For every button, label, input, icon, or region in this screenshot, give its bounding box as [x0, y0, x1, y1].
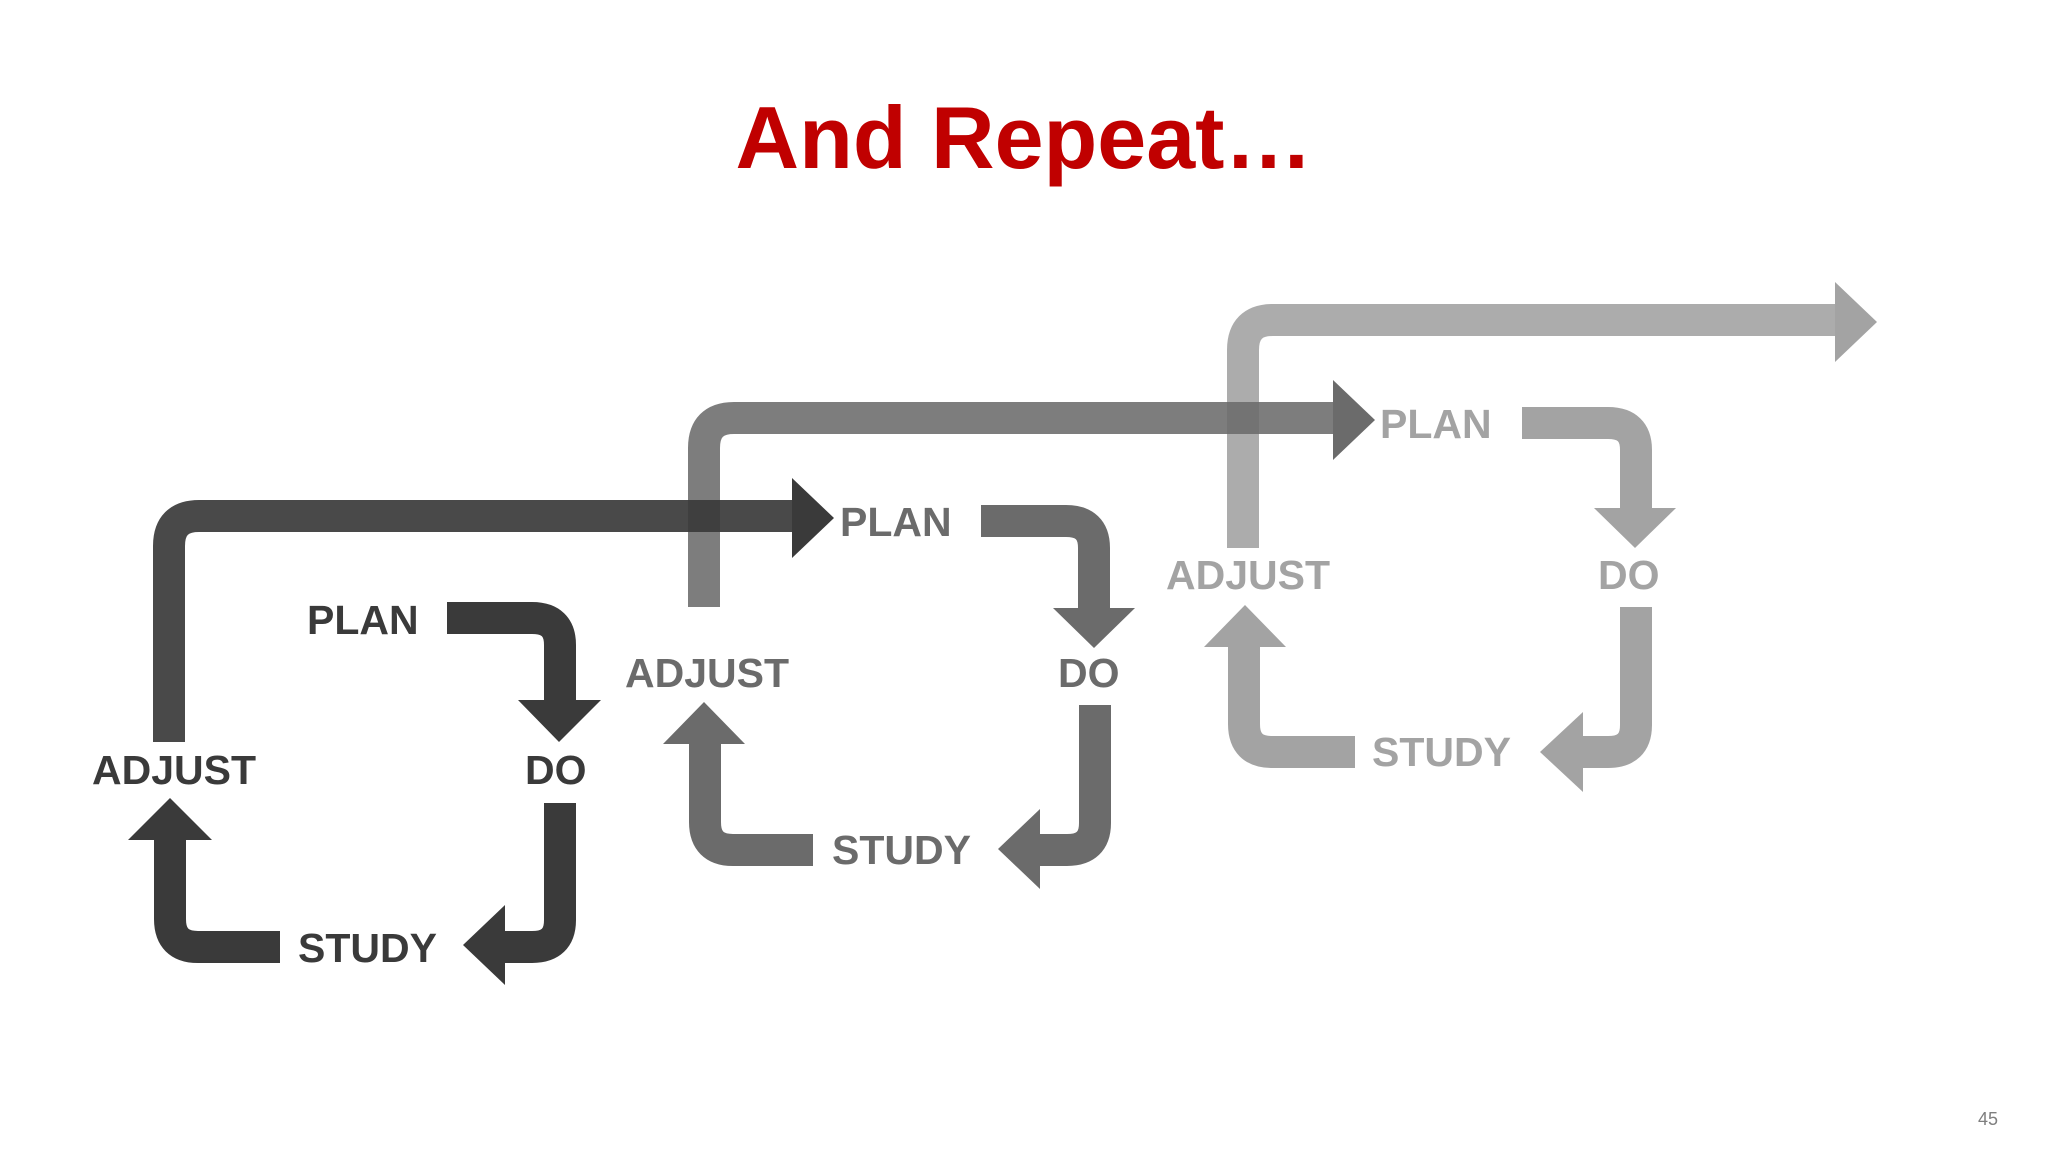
cycle-2-plan-to-do-arrow [981, 505, 1110, 608]
cycle-1-study-label: STUDY [298, 925, 437, 971]
cycle-3-plan-label: PLAN [1380, 401, 1492, 447]
cycle-2-study-to-adjust-arrow [689, 744, 813, 866]
cycle-1-plan-to-do-arrow [447, 602, 576, 700]
cycle-1-study-arrowhead [463, 905, 505, 985]
cycle-2 [663, 380, 1375, 889]
cycle-1-adjust-label: ADJUST [92, 747, 256, 793]
cycle-1-study-to-adjust-arrow [154, 840, 280, 963]
cycle-2-do-to-study-arrow [1040, 705, 1111, 866]
cycle-2-adjust-label: ADJUST [625, 650, 789, 696]
cycle-3-adjust-label: ADJUST [1166, 552, 1330, 598]
cycle-3 [1204, 282, 1877, 792]
page-number: 45 [1977, 1109, 1998, 1129]
cycle-3-adjust-arrowhead [1204, 605, 1286, 647]
cycle-2-study-arrowhead [998, 809, 1040, 889]
cycle-3-study-label: STUDY [1372, 729, 1511, 775]
cycle-2-adjust-to-next-arrow [688, 402, 1340, 607]
cycle-2-plan-label: PLAN [840, 499, 952, 545]
cycle-1-adjust-arrowhead [128, 798, 212, 840]
cycle-1-adjust-to-next-arrow [153, 500, 795, 742]
cycle-3-study-to-adjust-arrow [1228, 647, 1355, 768]
cycle-3-adjust-to-next-arrow [1227, 304, 1835, 548]
cycle-3-do-to-study-arrow [1583, 607, 1652, 768]
cycle-1-do-label: DO [525, 747, 587, 793]
cycle-2-do-arrowhead [1053, 608, 1135, 648]
cycle-1 [128, 478, 834, 985]
cycle-3-do-arrowhead [1594, 508, 1676, 548]
cycle-1-next-arrowhead [792, 478, 834, 558]
cycle-2-study-label: STUDY [832, 827, 971, 873]
slide-title: And Repeat… [735, 88, 1313, 187]
cycle-1-do-arrowhead [518, 700, 601, 742]
cycle-1-do-to-study-arrow [505, 803, 576, 963]
cycle-2-adjust-arrowhead [663, 702, 745, 744]
cycle-3-do-label: DO [1598, 552, 1660, 598]
cycle-1-plan-label: PLAN [307, 597, 419, 643]
cycle-3-study-arrowhead [1540, 712, 1583, 792]
cycle-2-next-arrowhead [1333, 380, 1375, 460]
cycle-2-do-label: DO [1058, 650, 1120, 696]
cycle-3-next-arrowhead [1835, 282, 1877, 362]
cycle-3-plan-to-do-arrow [1522, 407, 1652, 508]
